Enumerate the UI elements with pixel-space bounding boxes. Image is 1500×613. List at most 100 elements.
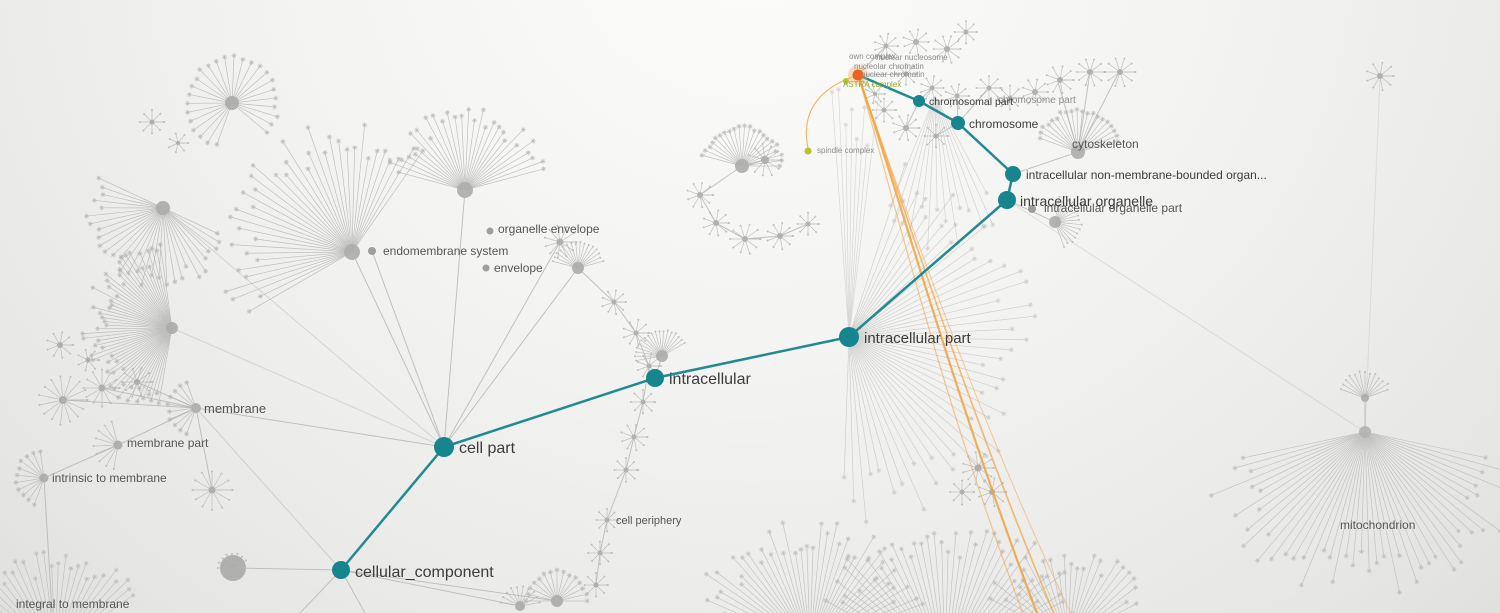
term-node[interactable]: [368, 247, 376, 255]
highlighted-term-node[interactable]: [913, 95, 925, 107]
highlighted-term-node[interactable]: [951, 116, 965, 130]
highlighted-term-label: intracellular organelle: [1020, 193, 1153, 209]
graph-edge: [577, 267, 615, 303]
term-cluster: [1075, 58, 1106, 87]
term-node[interactable]: [1377, 73, 1383, 79]
term-cluster: [633, 329, 686, 362]
term-node[interactable]: [1117, 69, 1123, 75]
term-node[interactable]: [963, 29, 969, 35]
highlight-path-edge: [918, 99, 959, 125]
term-cluster: [216, 552, 247, 581]
term-label: cytoskeleton: [1072, 137, 1139, 151]
term-cluster: [699, 123, 785, 173]
graph-edge: [957, 87, 990, 124]
term-cluster: [191, 470, 234, 511]
term-node[interactable]: [1007, 95, 1013, 101]
graph-edge: [232, 567, 342, 571]
term-node[interactable]: [149, 119, 155, 125]
highlighted-term-label: intracellular non-membrane-bounded organ…: [1026, 168, 1267, 182]
highlight-path-edge: [340, 446, 445, 571]
highlight-path-edge: [857, 73, 920, 103]
term-node[interactable]: [959, 489, 965, 495]
term-node[interactable]: [225, 96, 239, 110]
term-cluster: [1365, 61, 1395, 92]
term-node[interactable]: [944, 46, 950, 52]
term-node[interactable]: [1032, 89, 1038, 95]
selected-term-node[interactable]: [852, 69, 864, 81]
term-cluster: [1208, 426, 1500, 596]
term-label: own complex: [849, 52, 896, 61]
term-node[interactable]: [166, 322, 178, 334]
highlighted-term-label: cellular_component: [355, 564, 494, 581]
highlighted-term-node[interactable]: [998, 191, 1016, 209]
term-cluster: [1045, 65, 1075, 95]
highlight-path-edge: [848, 199, 1008, 338]
term-node[interactable]: [85, 357, 91, 363]
term-node[interactable]: [57, 342, 63, 348]
term-cluster: [987, 553, 1139, 613]
term-cluster: [949, 479, 976, 506]
annotated-term-node[interactable]: [804, 147, 812, 155]
term-node[interactable]: [974, 464, 982, 472]
term-cluster: [121, 367, 154, 398]
term-node[interactable]: [176, 141, 180, 145]
term-label: intracellular organelle part: [1044, 201, 1183, 215]
term-node[interactable]: [1028, 205, 1036, 213]
term-node[interactable]: [913, 39, 919, 45]
term-cluster: [841, 161, 1038, 525]
term-cluster: [932, 35, 962, 64]
highlighted-term-node[interactable]: [332, 561, 350, 579]
term-node[interactable]: [881, 107, 887, 113]
term-cluster: [629, 389, 657, 415]
term-node[interactable]: [482, 264, 490, 272]
highlighted-term-node[interactable]: [839, 327, 859, 347]
annotated-term-node[interactable]: [843, 78, 849, 84]
graph-edge: [744, 235, 781, 240]
term-cluster: [587, 540, 614, 566]
term-cluster: [185, 53, 280, 147]
term-node[interactable]: [486, 227, 494, 235]
term-node[interactable]: [156, 201, 170, 215]
term-node[interactable]: [903, 125, 909, 131]
term-cluster: [83, 175, 222, 288]
graph-edge: [136, 381, 197, 409]
term-node[interactable]: [1057, 77, 1063, 83]
graph-edge: [633, 401, 644, 438]
term-cluster: [902, 28, 930, 56]
graph-edge: [625, 436, 635, 471]
highlighted-term-label: cell part: [459, 440, 516, 457]
term-cluster: [0, 549, 136, 613]
highlighted-term-node[interactable]: [434, 437, 454, 457]
graph-edge: [595, 552, 601, 586]
highlight-path-edge: [957, 122, 1014, 175]
term-label: chromosome part: [998, 95, 1076, 106]
term-cluster: [823, 528, 1075, 613]
term-cluster: [523, 567, 590, 607]
term-label: integral to membrane: [16, 597, 130, 611]
highlighted-term-node[interactable]: [1005, 166, 1021, 182]
highlighted-term-label: intracellular: [669, 371, 751, 388]
graph-edge: [351, 251, 445, 448]
term-label: envelope: [494, 261, 543, 275]
graph-edge: [195, 407, 213, 491]
graph-edge: [443, 189, 466, 448]
term-cluster: [595, 507, 620, 533]
graph-edge: [195, 407, 445, 448]
term-cluster: [1049, 195, 1083, 248]
term-label: membrane part: [127, 436, 209, 450]
term-cluster: [1021, 78, 1049, 107]
term-cluster: [13, 449, 49, 508]
term-label: cell periphery: [616, 515, 682, 527]
highlighted-term-node[interactable]: [646, 369, 664, 387]
graph-edge: [1364, 79, 1381, 433]
term-cluster: [953, 20, 978, 45]
term-cluster: [620, 424, 649, 452]
term-cluster: [167, 132, 190, 154]
graph-edge: [642, 365, 650, 403]
term-cluster: [1339, 370, 1389, 402]
cluster-layer: [0, 20, 1500, 613]
highlight-path-edge: [654, 335, 850, 380]
graph-edge: [62, 399, 197, 409]
